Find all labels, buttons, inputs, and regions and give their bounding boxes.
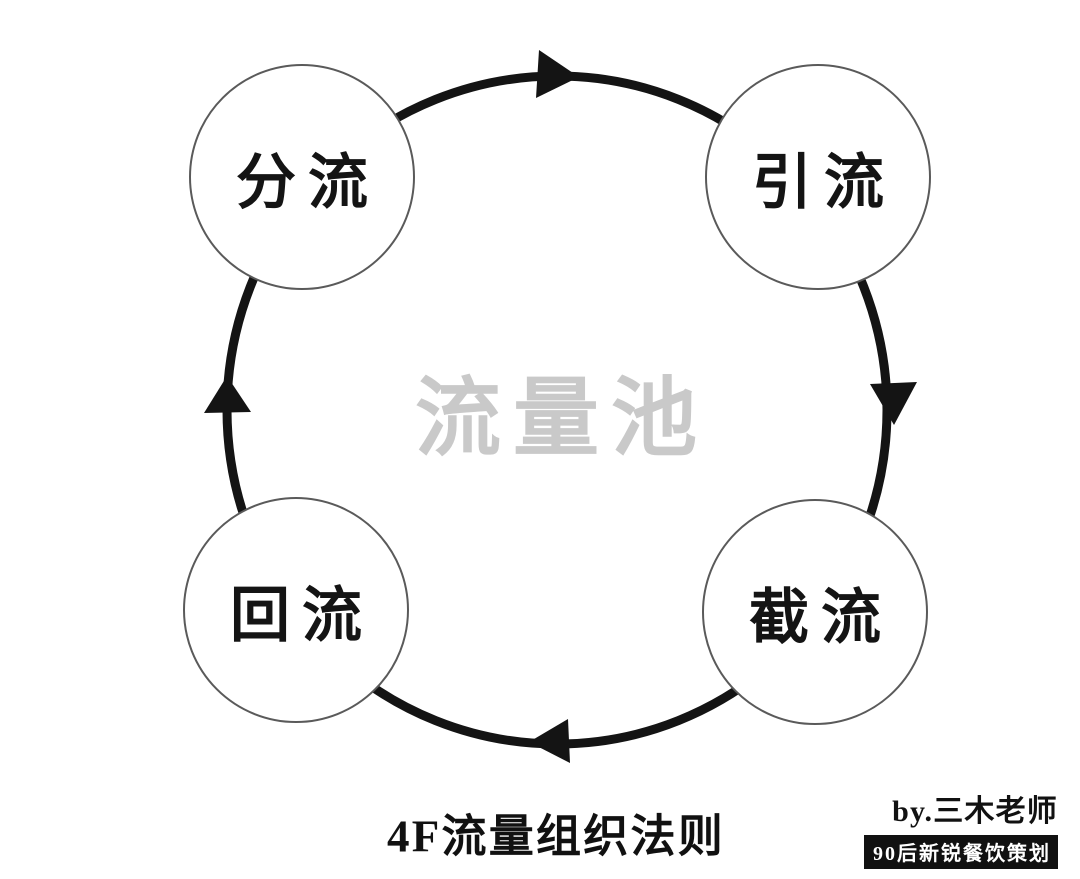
node-intercept-traffic: 截流 [702,499,928,725]
arrow-top-clockwise-icon [536,50,579,98]
credit-block: by.三木老师 90后新锐餐饮策划 [864,786,1058,869]
arrow-left-clockwise-icon [204,376,251,413]
node-return-traffic-label: 回流 [230,582,374,649]
node-attract-traffic: 引流 [705,64,931,290]
node-split-traffic: 分流 [189,64,415,290]
arrow-bottom-clockwise-icon [529,719,570,763]
traffic-pool-label: 流量池 [414,370,710,467]
node-split-traffic-label: 分流 [236,149,380,216]
node-return-traffic: 回流 [183,497,409,723]
node-attract-traffic-label: 引流 [752,149,896,216]
author-tagline-badge: 90后新锐餐饮策划 [864,835,1058,869]
arrow-right-clockwise-icon [870,382,917,425]
node-intercept-traffic-label: 截流 [749,584,893,651]
author-byline: by.三木老师 [892,795,1058,828]
diagram-title: 4F流量组织法则 [387,811,725,862]
